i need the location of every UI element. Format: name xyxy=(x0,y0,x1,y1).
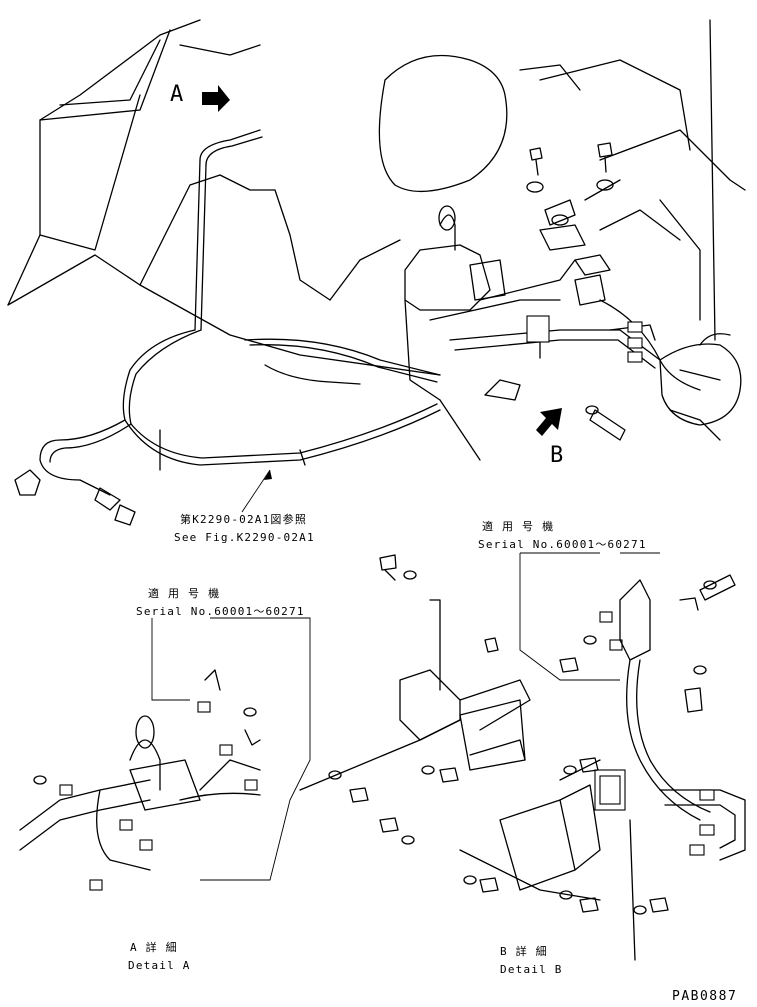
seat-outline xyxy=(378,19,746,341)
detail-b-label-jp: B 詳 細 xyxy=(500,945,548,958)
figure-code: PAB0887 xyxy=(672,989,738,1004)
detail-a-label-en: Detail A xyxy=(128,959,191,972)
serial-right-en: Serial No.60001～60271 xyxy=(478,538,647,551)
top-center-bolts xyxy=(526,142,621,251)
right-connector-cluster xyxy=(574,254,742,441)
detail-a-label-jp: A 詳 細 xyxy=(130,941,178,954)
serial-left-jp: 適 用 号 機 xyxy=(148,587,221,600)
view-a-callout: A xyxy=(170,82,184,107)
reference-arrowhead xyxy=(264,470,272,480)
console-center xyxy=(404,205,661,461)
reference-label-jp: 第K2290-02A1図参照 xyxy=(180,513,308,526)
detail-a-drawing xyxy=(19,617,311,891)
reference-label-en: See Fig.K2290-02A1 xyxy=(174,531,315,544)
view-arrows xyxy=(202,85,562,436)
main-harness xyxy=(14,129,441,526)
view-b-callout: B xyxy=(550,443,564,468)
serial-right-jp: 適 用 号 機 xyxy=(482,520,555,533)
reference-leader xyxy=(241,469,271,513)
detail-b-drawing xyxy=(299,552,746,961)
detail-b-label-en: Detail B xyxy=(500,963,563,976)
cab-body-outline xyxy=(7,19,441,376)
serial-left-en: Serial No.60001～60271 xyxy=(136,605,305,618)
